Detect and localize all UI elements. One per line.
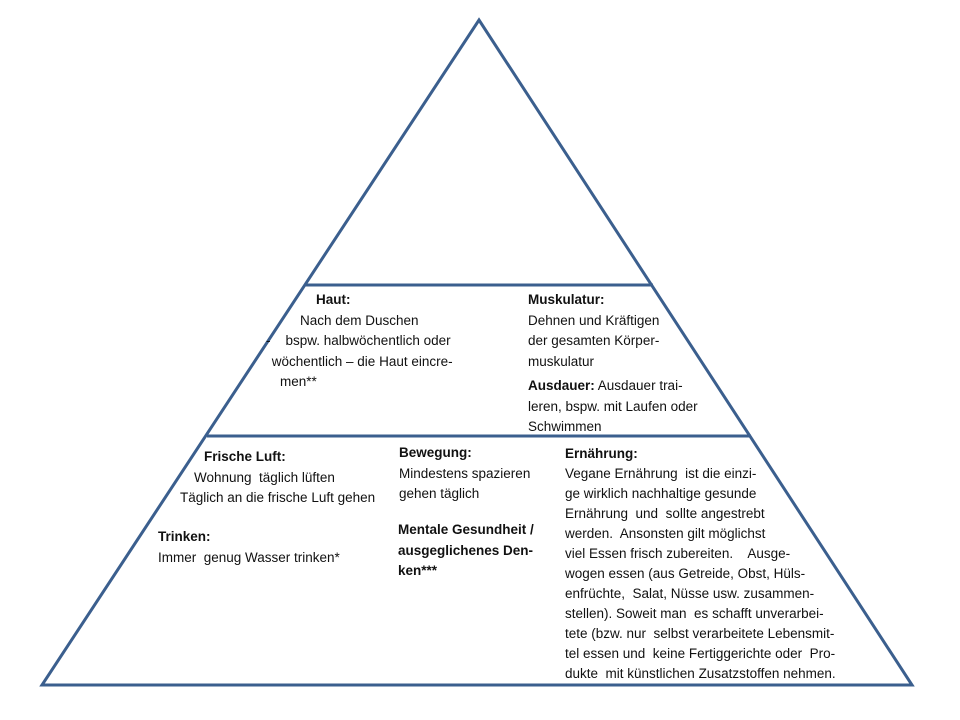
ernaehrung-line: wogen essen (aus Getreide, Obst, Hüls- bbox=[565, 566, 806, 581]
muskulatur-line: der gesamten Körper- bbox=[528, 333, 660, 348]
mental-line: ausgeglichenes Den- bbox=[398, 542, 534, 558]
muskulatur-line: Dehnen und Kräftigen bbox=[528, 312, 660, 328]
bewegung-line: gehen täglich bbox=[399, 486, 480, 501]
section-ernaehrung: Ernährung: Vegane Ernährung ist die einz… bbox=[565, 444, 836, 684]
ernaehrung-line: werden. Ansonsten gilt möglichst bbox=[565, 526, 766, 541]
ausdauer-line: Ausdauer trai- bbox=[594, 378, 683, 393]
ernaehrung-line: enfrüchte, Salat, Nüsse usw. zusammen- bbox=[565, 586, 815, 601]
ernaehrung-line: stellen). Soweit man es schafft unverarb… bbox=[565, 606, 824, 621]
ausdauer-line: Schwimmen bbox=[528, 419, 602, 434]
haut-line: Nach dem Duschen bbox=[300, 312, 419, 328]
ernaehrung-line: Ernährung und sollte angestrebt bbox=[565, 506, 765, 521]
ernaehrung-line: tete (bzw. nur selbst verarbeitete Leben… bbox=[565, 626, 835, 641]
bewegung-line: Mindestens spazieren bbox=[399, 465, 531, 481]
trinken-line: Immer genug Wasser trinken* bbox=[158, 549, 340, 565]
section-trinken: Trinken: Immer genug Wasser trinken* bbox=[158, 527, 340, 568]
ausdauer-line: leren, bspw. mit Laufen oder bbox=[528, 398, 698, 414]
frische-luft-line: Wohnung täglich lüften bbox=[194, 469, 335, 485]
frische-luft-line: Täglich an die frische Luft gehen bbox=[180, 490, 376, 505]
muskulatur-line: muskulatur bbox=[528, 353, 595, 369]
ernaehrung-line: Vegane Ernährung ist die einzi- bbox=[565, 466, 757, 481]
section-frische-luft: Frische Luft: Wohnung täglich lüften Täg… bbox=[180, 447, 375, 509]
section-bewegung: Bewegung: Mindestens spazieren gehen täg… bbox=[399, 443, 530, 505]
section-muskulatur: Muskulatur: Dehnen und Kräftigen der ges… bbox=[528, 290, 698, 438]
section-haut: Haut: Nach dem Duschen - bspw. halbwöche… bbox=[254, 290, 453, 393]
pyramid-outline bbox=[39, 17, 915, 687]
ernaehrung-line: dukte mit künstlichen Zusatzstoffen nehm… bbox=[565, 666, 836, 681]
ausdauer-title: Ausdauer: bbox=[528, 378, 595, 393]
haut-line: - bspw. halbwöchentlich oder bbox=[266, 333, 451, 348]
ernaehrung-line: tel essen und keine Fertiggerichte oder … bbox=[565, 646, 836, 661]
mental-line: Mentale Gesundheit / bbox=[398, 522, 534, 537]
mental-line: ken*** bbox=[398, 563, 438, 578]
frische-luft-title: Frische Luft: bbox=[204, 449, 286, 464]
muskulatur-title: Muskulatur: bbox=[528, 292, 605, 307]
trinken-title: Trinken: bbox=[158, 529, 211, 544]
haut-line: wöchentlich – die Haut eincre- bbox=[268, 353, 453, 369]
ernaehrung-title: Ernährung: bbox=[565, 446, 638, 461]
haut-line: men** bbox=[280, 374, 317, 389]
section-mentale-gesundheit: Mentale Gesundheit / ausgeglichenes Den-… bbox=[398, 520, 534, 582]
ernaehrung-line: ge wirklich nachhaltige gesunde bbox=[565, 486, 757, 501]
ernaehrung-line: viel Essen frisch zubereiten. Ausge- bbox=[565, 546, 791, 561]
bewegung-title: Bewegung: bbox=[399, 445, 472, 460]
haut-title: Haut: bbox=[316, 292, 351, 307]
